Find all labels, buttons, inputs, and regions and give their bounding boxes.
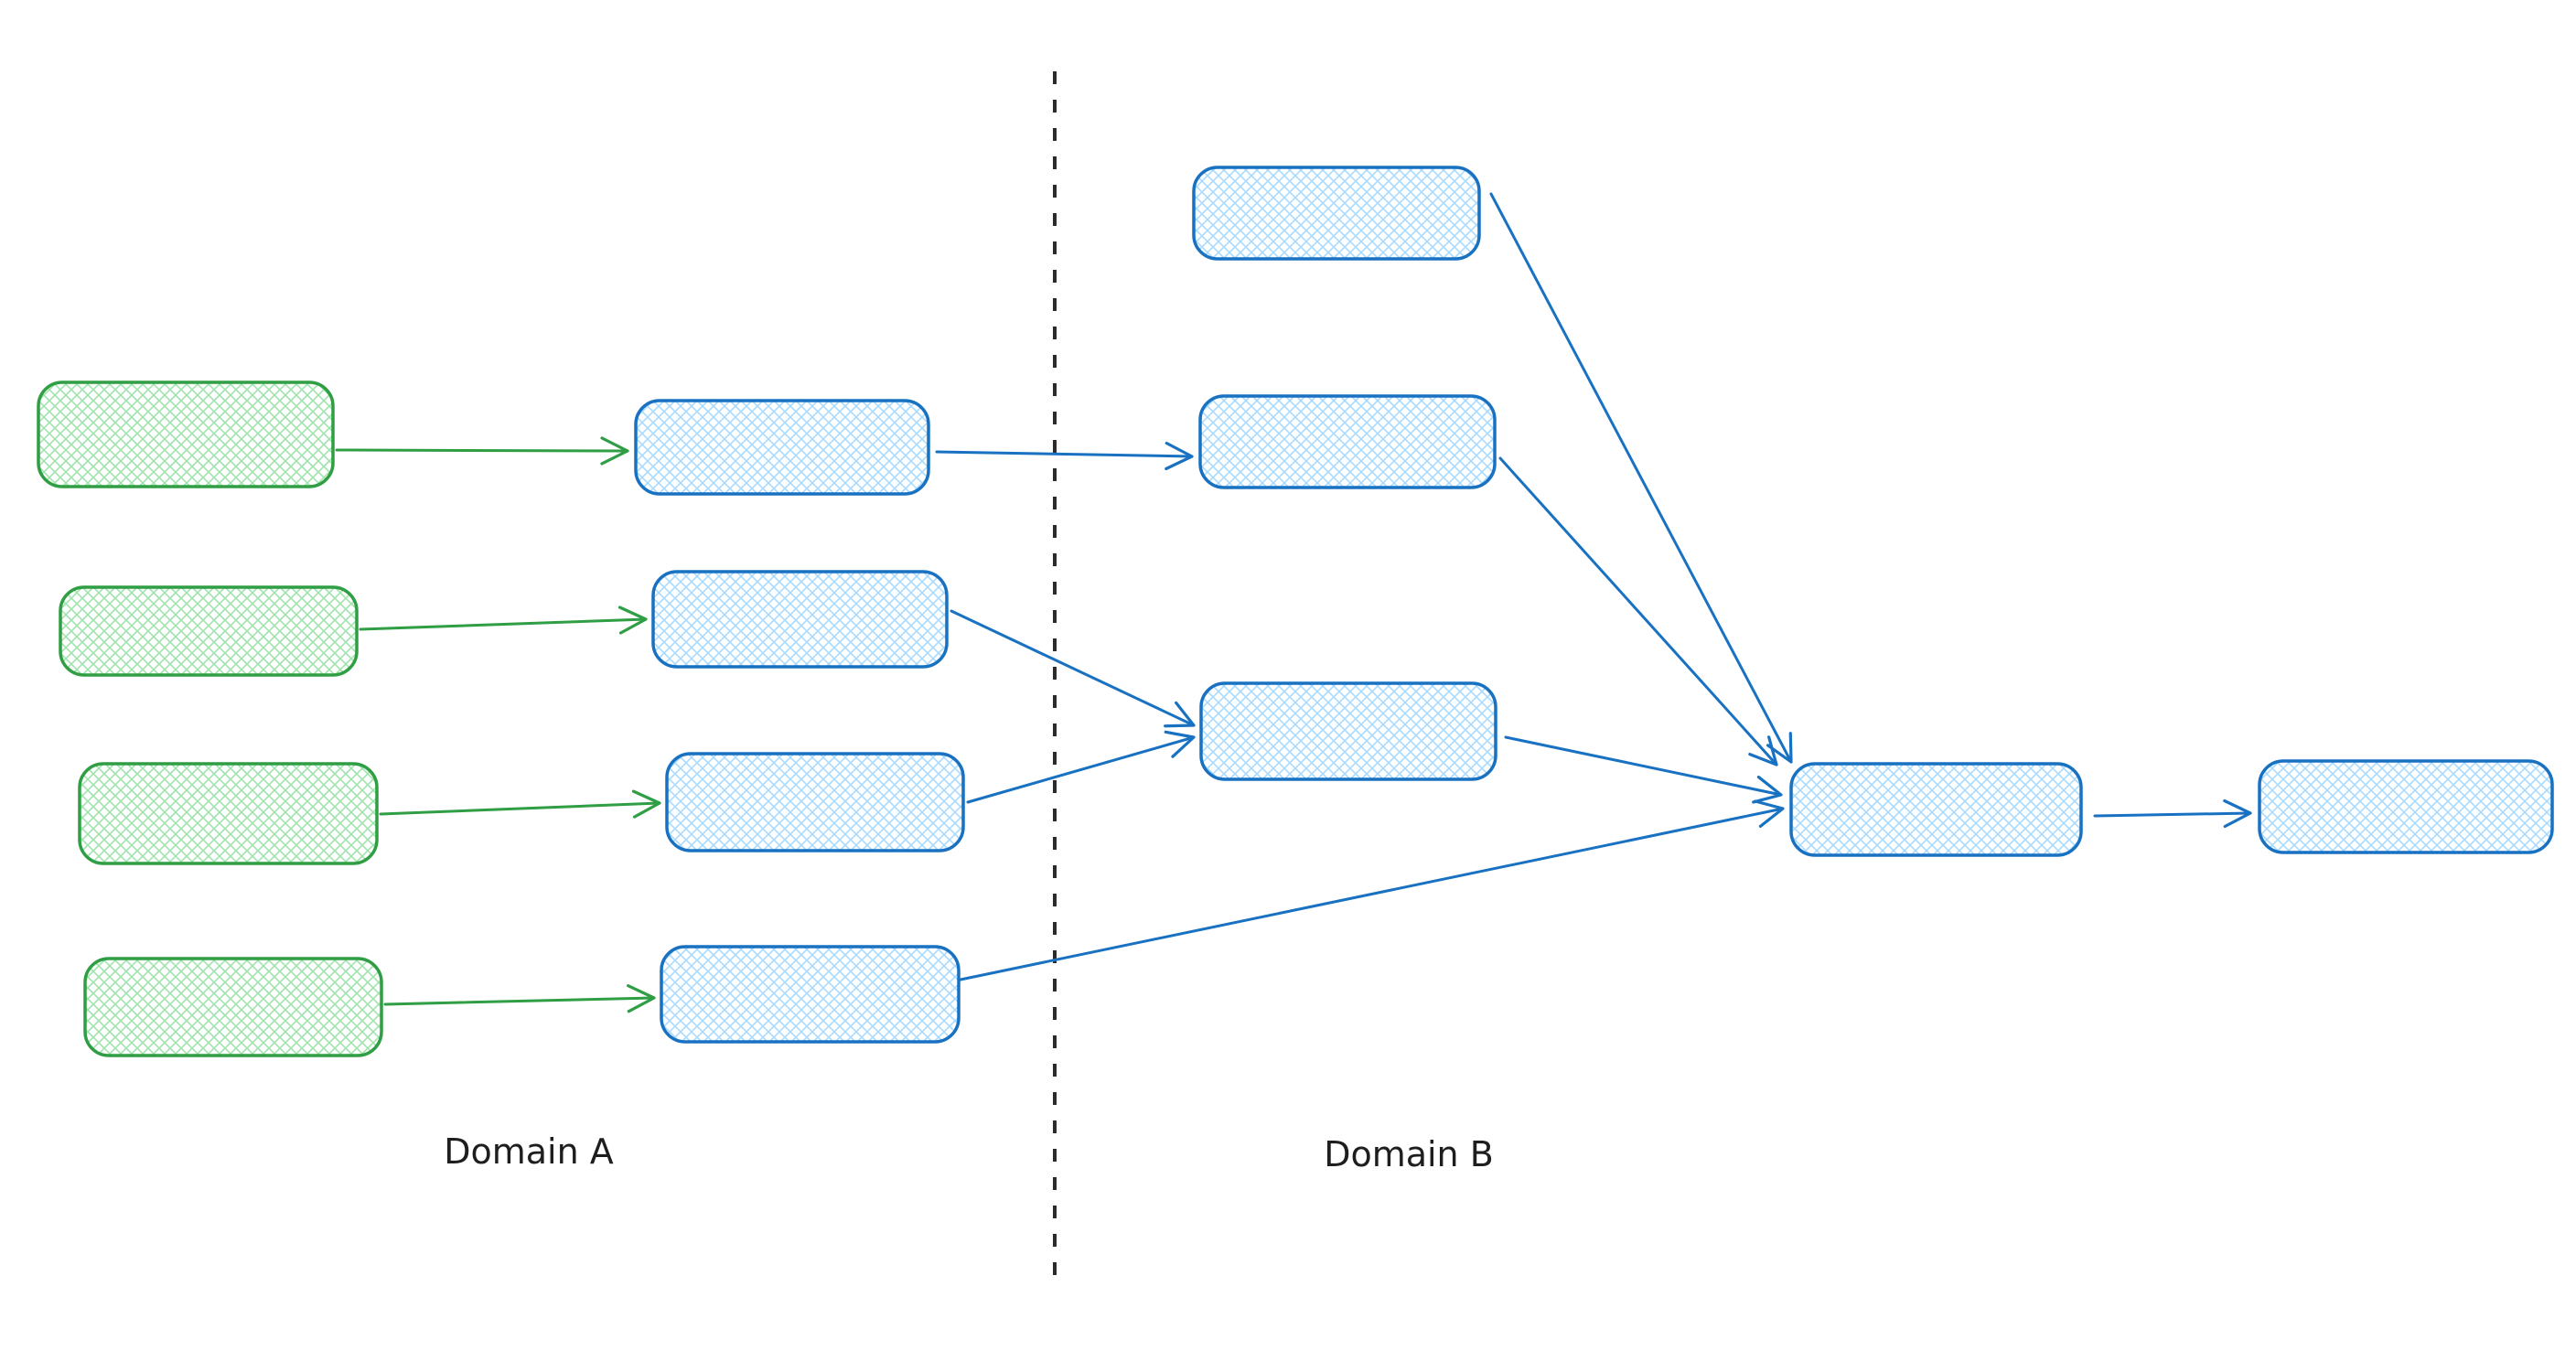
green-box-3	[78, 762, 379, 865]
edge-bluea3-to-blueb3	[966, 730, 1196, 804]
domain-b-label: Domain B	[1324, 1134, 1494, 1174]
edge-blueb3-to-converge	[1504, 735, 1783, 804]
blue-box-a2	[651, 570, 949, 669]
edge-bluea2-to-blueb3	[950, 609, 1196, 728]
edge-bluea4-to-converge	[959, 799, 1785, 981]
blue-box-b2	[1198, 394, 1497, 489]
edge-converge-to-final	[2093, 799, 2252, 829]
edge-blueb1-to-converge	[1489, 192, 1793, 764]
blue-box-a1	[634, 399, 930, 496]
domain-a-label: Domain A	[444, 1131, 614, 1172]
edge-bluea1-to-blueb2	[935, 441, 1194, 471]
green-box-2	[59, 585, 359, 677]
blue-box-a4	[660, 945, 961, 1044]
green-box-1	[37, 381, 335, 488]
green-box-4	[83, 957, 383, 1057]
edge-green1-to-bluea1	[335, 436, 629, 466]
blue-box-b4-converge	[1789, 762, 2083, 857]
blue-box-b3	[1199, 681, 1497, 781]
edge-green4-to-bluea4	[383, 984, 656, 1013]
edge-green3-to-bluea3	[379, 789, 661, 819]
blue-box-b1	[1192, 166, 1481, 261]
edge-blueb2-to-converge	[1498, 456, 1778, 766]
edge-green2-to-bluea2	[359, 606, 648, 635]
blue-box-a3	[665, 752, 965, 852]
blue-box-b5-final	[2258, 759, 2554, 854]
